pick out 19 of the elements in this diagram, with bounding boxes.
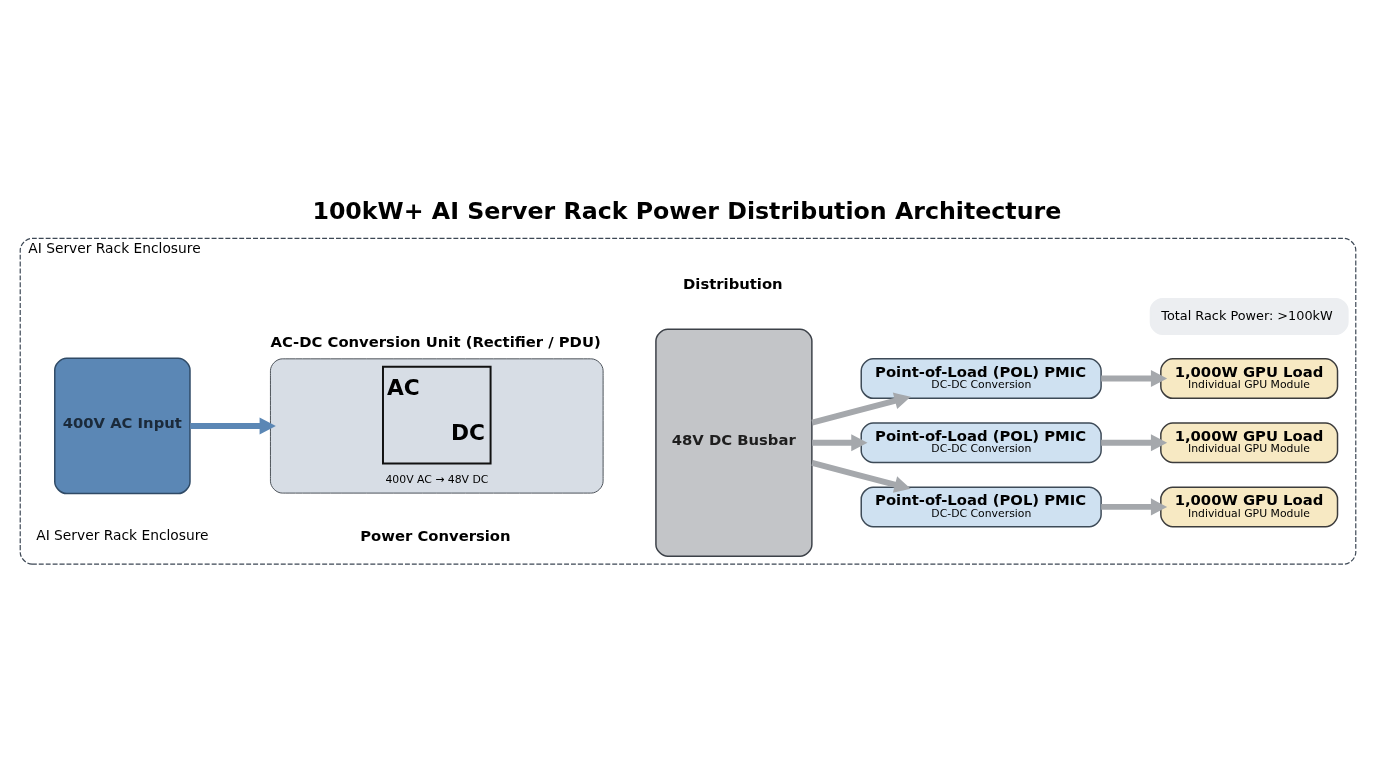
arrow: [812, 433, 868, 451]
node-box: Point-of-Load (POL) PMIC DC-DC Conversion: [860, 485, 1102, 527]
node-box: 1,000W GPU Load Individual GPU Module: [1160, 421, 1339, 463]
node-box: 1,000W GPU Load Individual GPU Module: [1160, 485, 1339, 527]
diagram-title: 100kW+ AI Server Rack Power Distribution Architecture: [312, 196, 1062, 225]
label: Power Conversion: [360, 526, 511, 544]
node-box: Point-of-Load (POL) PMIC DC-DC Conversion: [860, 357, 1102, 399]
arrow: [811, 392, 911, 425]
label: Distribution: [683, 274, 783, 292]
arrow: [190, 416, 276, 434]
node-box: 48V DC Busbar: [655, 328, 813, 557]
node-label: AC-DC Conversion Unit (Rectifier / PDU): [270, 332, 601, 350]
arrow: [811, 459, 911, 493]
node-box: Point-of-Load (POL) PMIC DC-DC Conversion: [860, 421, 1102, 463]
arrow: [1101, 497, 1168, 515]
node-box: 1,000W GPU Load Individual GPU Module: [1160, 357, 1339, 399]
node-box: 400V AC Input: [54, 357, 191, 494]
arrow: [1101, 433, 1168, 451]
arrow: [1101, 369, 1168, 387]
